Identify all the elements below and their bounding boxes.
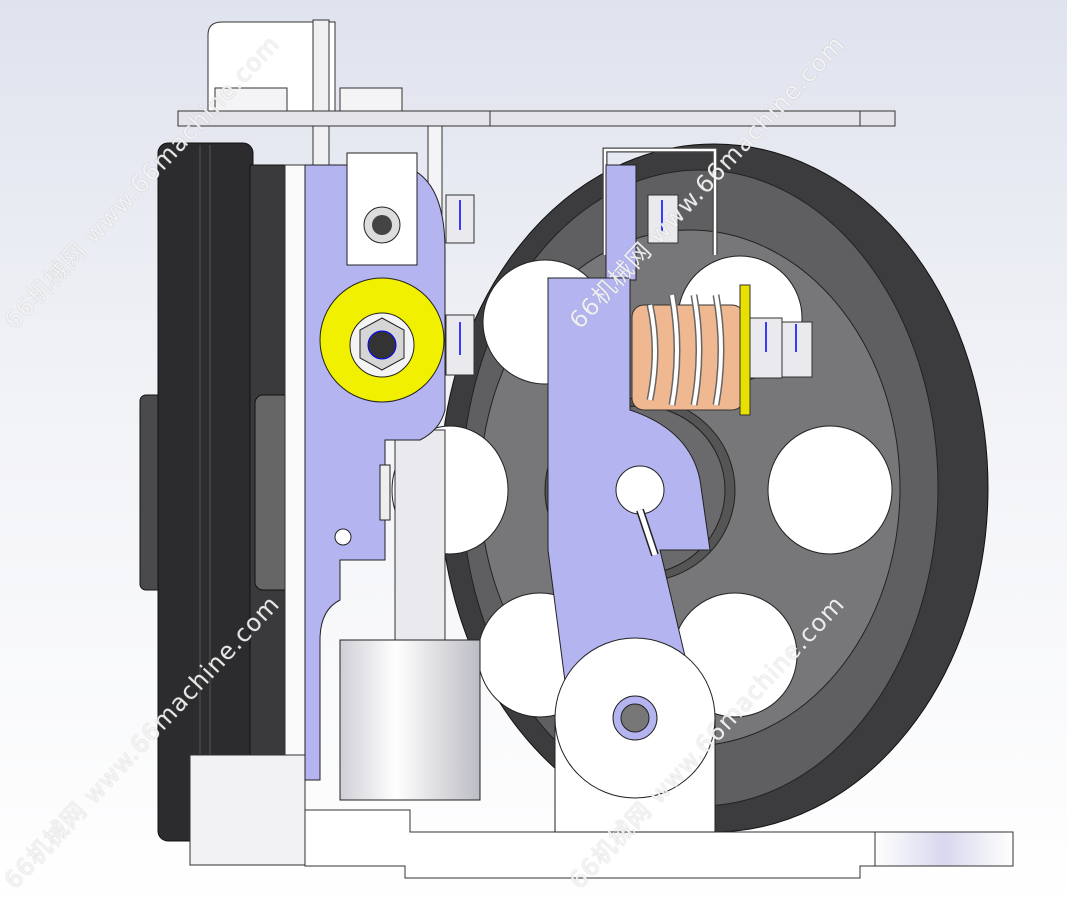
base-right-block (874, 831, 1014, 867)
small-hole (334, 528, 352, 546)
left-base-block (189, 754, 306, 866)
wheel-hole (767, 425, 893, 555)
white-cylinder (339, 639, 481, 801)
spring-flange (739, 284, 751, 416)
top-small-block-2 (339, 87, 403, 112)
arm-pivot-hole (615, 465, 665, 515)
base-plate (304, 809, 876, 879)
center-post (394, 429, 446, 641)
top-plate (177, 110, 896, 127)
left-pulley (139, 142, 308, 842)
